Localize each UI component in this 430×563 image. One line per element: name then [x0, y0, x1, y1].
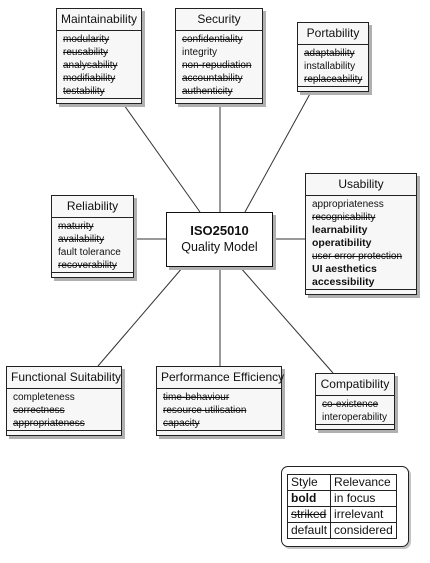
list-item: testability — [63, 86, 105, 97]
portability-box: Portability adaptability installability rep… — [297, 22, 369, 92]
list-item: availability — [58, 234, 105, 245]
performance-footer-compartment — [157, 431, 281, 435]
reliability-attribute-list: maturity availability fault tolerance recov… — [52, 218, 133, 273]
maintainability-title: Maintainability — [57, 9, 141, 31]
compatibility-attribute-list: co-existence interoperability — [316, 396, 394, 425]
portability-footer-compartment — [298, 87, 368, 91]
portability-title: Portability — [298, 23, 368, 45]
legend-style-striked: striked — [286, 506, 332, 523]
list-item: appropriateness — [312, 199, 384, 210]
compatibility-title: Compatibility — [316, 374, 394, 396]
list-item: co-existence — [322, 399, 379, 410]
functional-attribute-list: completeness correctness appropriateness — [7, 389, 121, 431]
list-item: modifiability — [63, 73, 116, 84]
edge-functional — [97, 266, 184, 367]
center-subtitle: Quality Model — [181, 240, 258, 254]
list-item: accountability — [182, 73, 243, 84]
legend-relevance-irrelevant: irrelevant — [330, 506, 397, 523]
usability-footer-compartment — [306, 290, 416, 294]
list-item: correctness — [13, 405, 65, 416]
list-item: maturity — [58, 221, 94, 232]
iso25010-center-node: ISO25010 Quality Model — [166, 212, 273, 267]
legend: Style Relevance bold in focus striked ir… — [281, 466, 409, 547]
legend-row-default: default considered — [286, 522, 397, 539]
list-item: completeness — [13, 392, 75, 403]
reliability-footer-compartment — [52, 273, 133, 277]
list-item: resource utilisation — [163, 405, 247, 416]
reliability-box: Reliability maturity availability fault tol… — [51, 195, 134, 278]
portability-attribute-list: adaptability installability replaceability — [298, 45, 368, 87]
list-item: fault tolerance — [58, 247, 121, 258]
center-title: ISO25010 — [190, 223, 249, 238]
list-item: operatibility — [312, 237, 372, 249]
list-item: replaceability — [304, 74, 363, 85]
legend-style-default: default — [286, 522, 332, 539]
performance-title: Performance Efficiency — [157, 367, 284, 389]
legend-table: Style Relevance bold in focus striked ir… — [286, 474, 397, 539]
compatibility-footer-compartment — [316, 425, 394, 429]
legend-relevance-in-focus: in focus — [330, 490, 397, 507]
legend-relevance-considered: considered — [330, 522, 397, 539]
performance-efficiency-box: Performance Efficiency time-behaviour reso… — [156, 366, 284, 436]
list-item: installability — [304, 61, 356, 72]
maintainability-footer-compartment — [57, 99, 141, 103]
list-item: reusability — [63, 47, 109, 58]
list-item: capacity — [163, 418, 200, 429]
list-item: adaptability — [304, 48, 355, 59]
list-item: user error protection — [312, 251, 403, 262]
list-item: appropriateness — [13, 418, 85, 429]
legend-header-relevance: Relevance — [330, 474, 397, 491]
list-item: authenticity — [182, 86, 233, 97]
compatibility-box: Compatibility co-existence interoperabilit… — [315, 373, 395, 430]
edge-portability — [244, 91, 312, 213]
list-item: analysability — [63, 60, 118, 71]
security-attribute-list: confidentiality integrity non-repudiation a… — [176, 31, 262, 99]
list-item: integrity — [182, 47, 218, 58]
list-item: UI aesthetics — [312, 263, 377, 275]
edge-compatibility — [239, 266, 334, 374]
edge-maintainability — [123, 104, 201, 213]
functional-footer-compartment — [7, 431, 121, 435]
functional-title: Functional Suitability — [7, 367, 121, 389]
list-item: recognisability — [312, 212, 376, 223]
security-footer-compartment — [176, 99, 262, 103]
list-item: confidentiality — [182, 34, 243, 45]
functional-suitability-box: Functional Suitability completeness correc… — [6, 366, 122, 436]
list-item: modularity — [63, 34, 110, 45]
list-item: recoverability — [58, 260, 117, 271]
legend-header-row: Style Relevance — [286, 474, 397, 491]
performance-attribute-list: time-behaviour resource utilisation capaci… — [157, 389, 281, 431]
list-item: learnability — [312, 224, 368, 236]
maintainability-box: Maintainability modularity reusability anal… — [56, 8, 142, 104]
reliability-title: Reliability — [52, 196, 133, 218]
list-item: interoperability — [322, 412, 388, 423]
legend-row-bold: bold in focus — [286, 490, 397, 507]
usability-title: Usability — [306, 174, 416, 196]
legend-style-bold: bold — [286, 490, 332, 507]
list-item: time-behaviour — [163, 392, 230, 403]
security-title: Security — [176, 9, 262, 31]
legend-row-striked: striked irrelevant — [286, 506, 397, 523]
list-item: non-repudiation — [182, 60, 252, 71]
maintainability-attribute-list: modularity reusability analysability modifi… — [57, 31, 141, 99]
security-box: Security confidentiality integrity non-repu… — [175, 8, 263, 104]
list-item: accessibility — [312, 276, 375, 288]
legend-header-style: Style — [286, 474, 332, 491]
